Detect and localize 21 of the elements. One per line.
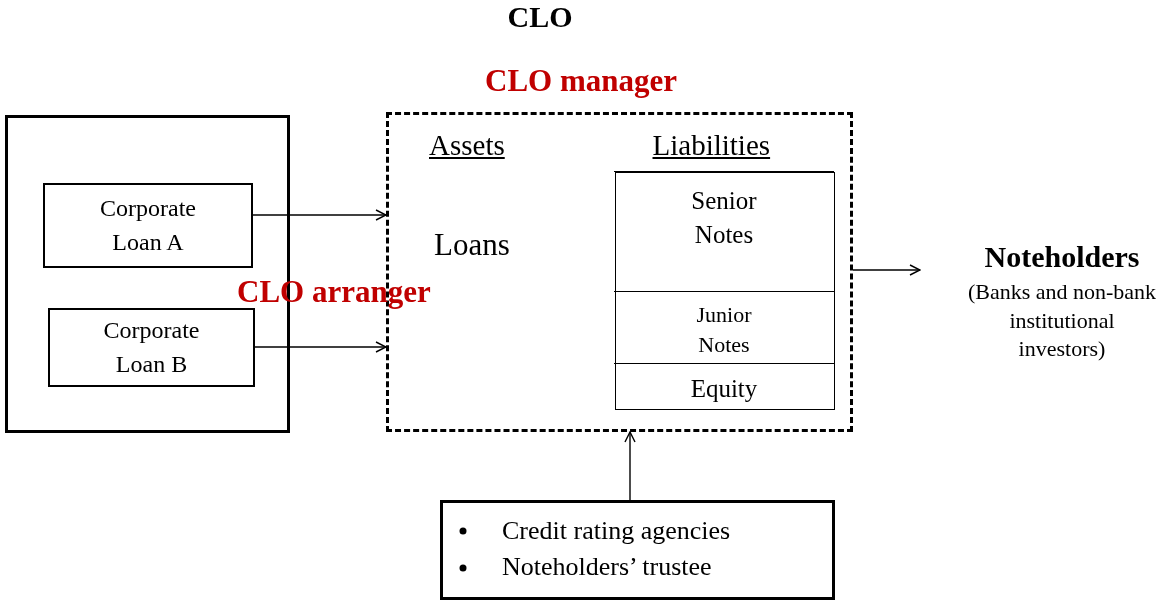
box-heading: CLO manager <box>485 63 677 99</box>
arrow <box>254 341 387 353</box>
list-item: Noteholders’ trustee <box>502 551 712 584</box>
diagram-title: CLO <box>506 0 574 34</box>
column-heading: Liabilities <box>652 128 771 162</box>
tranche-label: Equity <box>689 374 759 404</box>
loan-box <box>48 308 255 387</box>
loan-label: Corporate Loan B <box>102 315 201 379</box>
party-name: Noteholders <box>983 240 1141 274</box>
arrow <box>252 209 387 221</box>
party-description: (Banks and non-bank institutional investors) <box>967 278 1157 364</box>
process-box <box>440 500 835 600</box>
column-heading: Assets <box>429 129 505 162</box>
tranche-label: Senior Notes <box>690 186 758 250</box>
list-item: Credit rating agencies <box>502 515 731 547</box>
loan-box <box>43 183 253 268</box>
tranche-label: Junior Notes <box>695 301 753 359</box>
asset-label: Loans <box>434 227 510 263</box>
loan-label: Corporate Loan A <box>99 193 197 257</box>
arrow <box>852 264 921 276</box>
arrow <box>624 431 636 501</box>
